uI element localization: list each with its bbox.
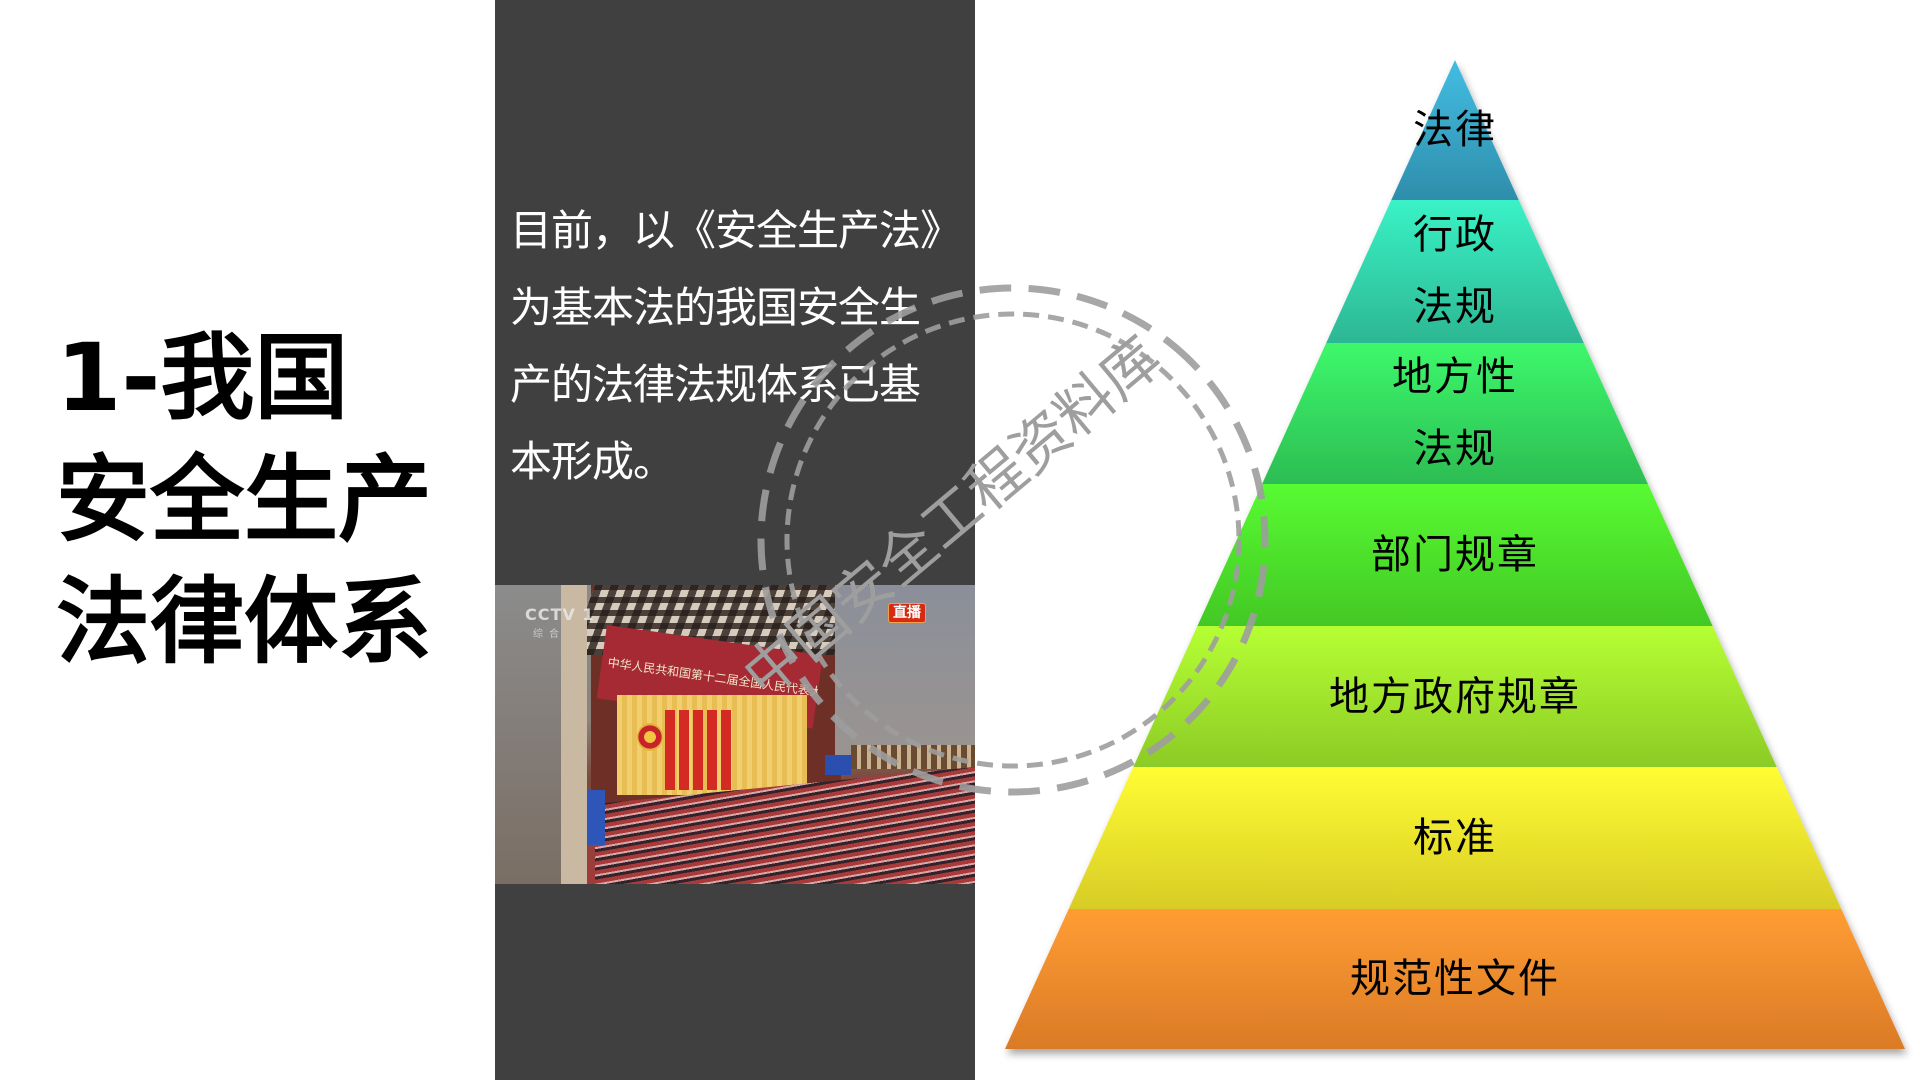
tier-4-label: 部门规章 [1371, 519, 1539, 591]
tier-2-text-2: 法规 [1413, 284, 1497, 330]
red-flags-icon [665, 710, 735, 790]
title-line-2: 安全生产 [56, 446, 433, 555]
tier-3-label: 地方性 法规 [1392, 341, 1518, 485]
tier-2-label: 行政 法规 [1413, 199, 1497, 343]
tier-1-text: 法律 [1413, 107, 1497, 153]
tier-6-label: 标准 [1413, 802, 1497, 874]
title-line-3: 法律体系 [56, 568, 433, 677]
cctv-channel-name: 综合 [533, 629, 565, 640]
tier-7-text: 规范性文件 [1350, 956, 1560, 1002]
tier-2-text-1: 行政 [1413, 212, 1497, 258]
tier-4-text: 部门规章 [1371, 532, 1539, 578]
tier-1-label: 法律 [1413, 94, 1497, 166]
cctv-logo: CCTV 1 [525, 605, 595, 624]
tier-3-text-2: 法规 [1413, 426, 1497, 472]
description-line-4: 本形成。 [510, 437, 675, 486]
tier-6-shape [1068, 767, 1842, 909]
tier-5-label: 地方政府规章 [1329, 661, 1581, 733]
slide-title: 1-我国 安全生产 法律体系 [56, 324, 486, 709]
tier-7-shape [1005, 909, 1905, 1049]
tier-5-shape [1133, 626, 1777, 767]
tier-2-shape [1326, 200, 1584, 343]
photo-screen-left [585, 790, 605, 845]
description-line-1: 目前，以《安全生产法》 [510, 206, 962, 255]
tier-3-shape [1262, 343, 1648, 484]
tier-6-text: 标准 [1413, 815, 1497, 861]
national-emblem-icon [637, 723, 663, 751]
photo-pillar [561, 585, 587, 884]
tier-4-shape [1197, 484, 1713, 626]
tier-7-label: 规范性文件 [1350, 943, 1560, 1015]
tier-1-shape [1391, 60, 1519, 200]
tier-5-text: 地方政府规章 [1329, 674, 1581, 720]
title-line-1: 1-我国 [56, 324, 349, 433]
tier-3-text-1: 地方性 [1392, 354, 1518, 400]
